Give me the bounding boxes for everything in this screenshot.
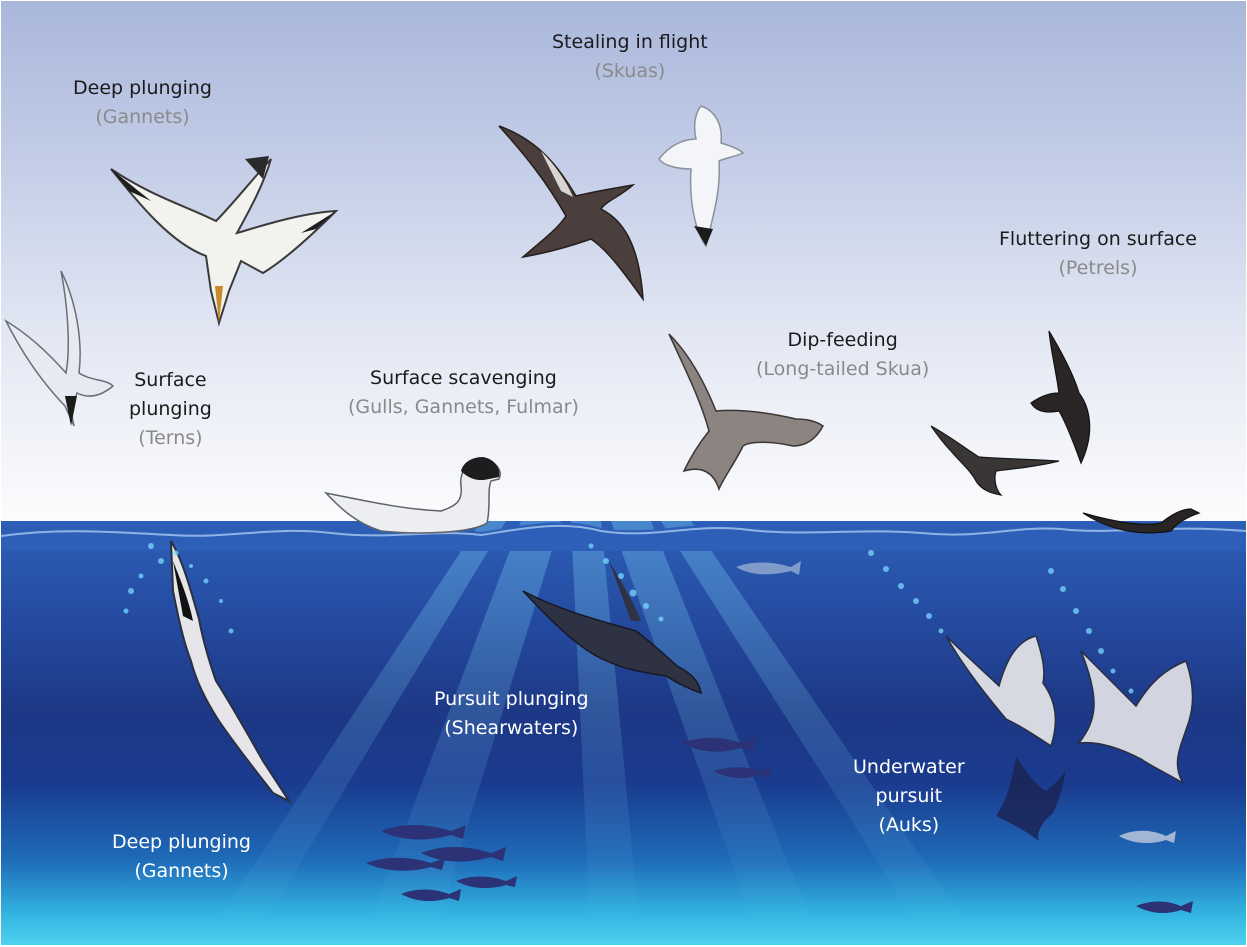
label-title: Fluttering on surface [999, 225, 1197, 254]
fish-school-icon [366, 737, 1193, 913]
label-title: Dip-feeding [756, 326, 929, 355]
shearwater-diving-icon [523, 561, 701, 693]
tern-plunging-icon [6, 271, 113, 426]
label-group: (Gannets) [112, 857, 251, 886]
gannet-diving-air-icon [111, 156, 336, 323]
label-surface-scavenging: Surface scavenging (Gulls, Gannets, Fulm… [348, 364, 579, 422]
label-title: Pursuit plunging [434, 685, 589, 714]
label-title: Surface scavenging [348, 364, 579, 393]
label-group: (Shearwaters) [434, 714, 589, 743]
label-line2: pursuit [853, 782, 965, 811]
label-line1: Underwater [853, 753, 965, 782]
gannet-diving-underwater-icon [171, 541, 289, 801]
skua-stealing-icon [499, 126, 643, 299]
label-title-line1: Surface [129, 366, 212, 395]
label-fluttering-on-surface: Fluttering on surface (Petrels) [999, 225, 1197, 283]
gull-scavenging-icon [326, 457, 500, 533]
fish-light-icon [1119, 831, 1176, 843]
label-stealing-in-flight: Stealing in flight (Skuas) [552, 28, 708, 86]
label-title: Stealing in flight [552, 28, 708, 57]
label-group: (Gannets) [73, 103, 212, 132]
petrel-fluttering-icon [931, 426, 1059, 495]
label-group: (Skuas) [552, 57, 708, 86]
label-pursuit-plunging: Pursuit plunging (Shearwaters) [434, 685, 589, 743]
fish-icon [736, 561, 801, 575]
label-title: Deep plunging [112, 828, 251, 857]
auk-silhouette-icon [996, 756, 1066, 841]
label-dip-feeding: Dip-feeding (Long-tailed Skua) [756, 326, 929, 384]
label-underwater-pursuit: Underwater pursuit (Auks) [853, 753, 965, 840]
label-title: Deep plunging [73, 74, 212, 103]
label-group: (Auks) [853, 811, 965, 840]
auk-underwater-2-icon [1079, 651, 1193, 783]
petrel-flying-icon [1031, 331, 1090, 463]
label-surface-plunging: Surface plunging (Terns) [129, 366, 212, 453]
gull-chased-icon [659, 106, 743, 246]
label-title-line2: plunging [129, 395, 212, 424]
label-group: (Gulls, Gannets, Fulmar) [348, 393, 579, 422]
auk-underwater-icon [946, 636, 1055, 746]
petrel-on-surface-icon [1083, 509, 1199, 533]
label-deep-plunging-air: Deep plunging (Gannets) [73, 74, 212, 132]
label-group: (Long-tailed Skua) [756, 355, 929, 384]
label-group: (Terns) [129, 424, 212, 453]
label-deep-plunging-underwater: Deep plunging (Gannets) [112, 828, 251, 886]
label-group: (Petrels) [999, 254, 1197, 283]
